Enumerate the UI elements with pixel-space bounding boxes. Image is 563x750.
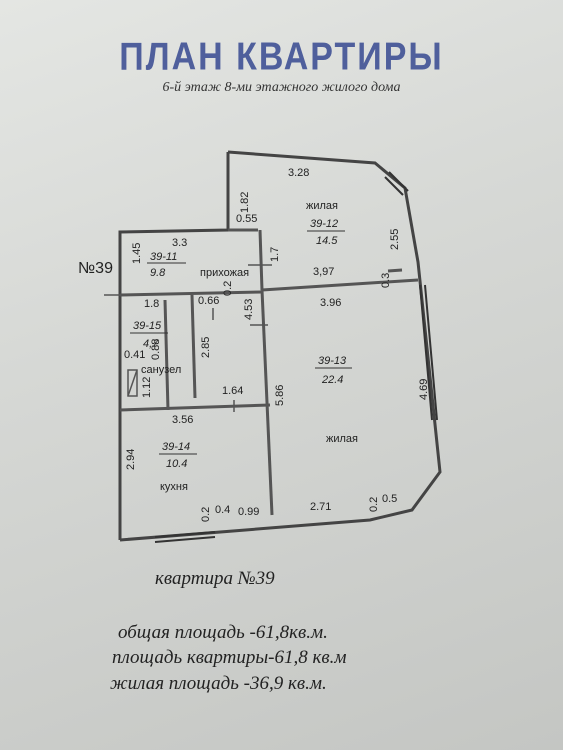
room-living1-area: 14.5 [316, 235, 338, 247]
dim-1-8: 1.8 [144, 298, 159, 310]
room-hall-name: прихожая [200, 267, 249, 279]
room-living2-area: 22.4 [321, 374, 343, 386]
room-bath-code: 39-15 [133, 320, 162, 332]
dim-2-94: 2.94 [125, 449, 137, 470]
apartment-caption: квартира №39 [155, 568, 275, 589]
dim-1-7: 1.7 [269, 247, 281, 262]
windows [154, 171, 438, 543]
dim-0-88: 0.88 [150, 339, 162, 360]
door-marks [104, 264, 272, 412]
apartment-mark: №39 [78, 260, 113, 277]
dim-0-2-kitchen: 0.2 [200, 507, 212, 522]
room-living1-code: 39-12 [310, 218, 338, 230]
dim-0-5: 0.5 [382, 493, 397, 505]
room-kitchen-area: 10.4 [166, 458, 187, 470]
room-living2-code: 39-13 [318, 355, 347, 367]
room-hall-code: 39-11 [150, 251, 177, 263]
dim-0-4: 0.4 [215, 504, 230, 516]
dim-1-12: 1.12 [141, 377, 153, 398]
outer-walls [118, 150, 442, 542]
page-title: ПЛАН КВАРТИРЫ [119, 35, 444, 79]
apartment-area: площадь квартиры-61,8 кв.м [112, 647, 347, 668]
dim-1-82: 1.82 [239, 192, 251, 213]
dim-3-56: 3.56 [172, 414, 193, 426]
dim-2-85: 2.85 [200, 337, 212, 358]
dim-0-55: 0.55 [236, 213, 257, 225]
room-kitchen-name: кухня [160, 481, 188, 493]
interior-walls [119, 228, 419, 516]
room-hall-area: 9.8 [150, 267, 166, 279]
dim-3-28: 3.28 [288, 167, 309, 179]
living-area: жилая площадь -36,9 кв.м. [110, 673, 327, 694]
room-kitchen-code: 39-14 [162, 441, 190, 453]
dim-0-2-hall: 0.2 [222, 281, 234, 296]
dim-1-64: 1.64 [222, 385, 243, 397]
room-living1-name: жилая [306, 200, 338, 212]
total-area: общая площадь -61,8кв.м. [118, 622, 328, 643]
dim-3-97: 3,97 [313, 266, 334, 278]
dim-0-41: 0.41 [124, 349, 145, 361]
dim-4-69: 4.69 [418, 379, 430, 400]
room-living2-name: жилая [326, 433, 358, 445]
dim-2-71: 2.71 [310, 501, 331, 513]
dim-0-2-living: 0.2 [368, 497, 380, 512]
page-subtitle: 6-й этаж 8-ми этажного жилого дома [162, 80, 401, 95]
dim-0-66: 0.66 [198, 295, 219, 307]
dim-0-3: 0.3 [380, 273, 392, 288]
dim-2-55: 2.55 [389, 229, 401, 250]
dim-0-99: 0.99 [238, 506, 259, 518]
dim-1-45: 1.45 [131, 243, 143, 264]
dim-4-53: 4.53 [243, 299, 255, 320]
dim-5-86: 5.86 [274, 385, 286, 406]
room-bath-area: 4,7 [143, 338, 159, 350]
dim-3-3: 3.3 [172, 237, 187, 249]
room-bath-name: санузел [141, 364, 181, 376]
dim-3-96: 3.96 [320, 297, 341, 309]
